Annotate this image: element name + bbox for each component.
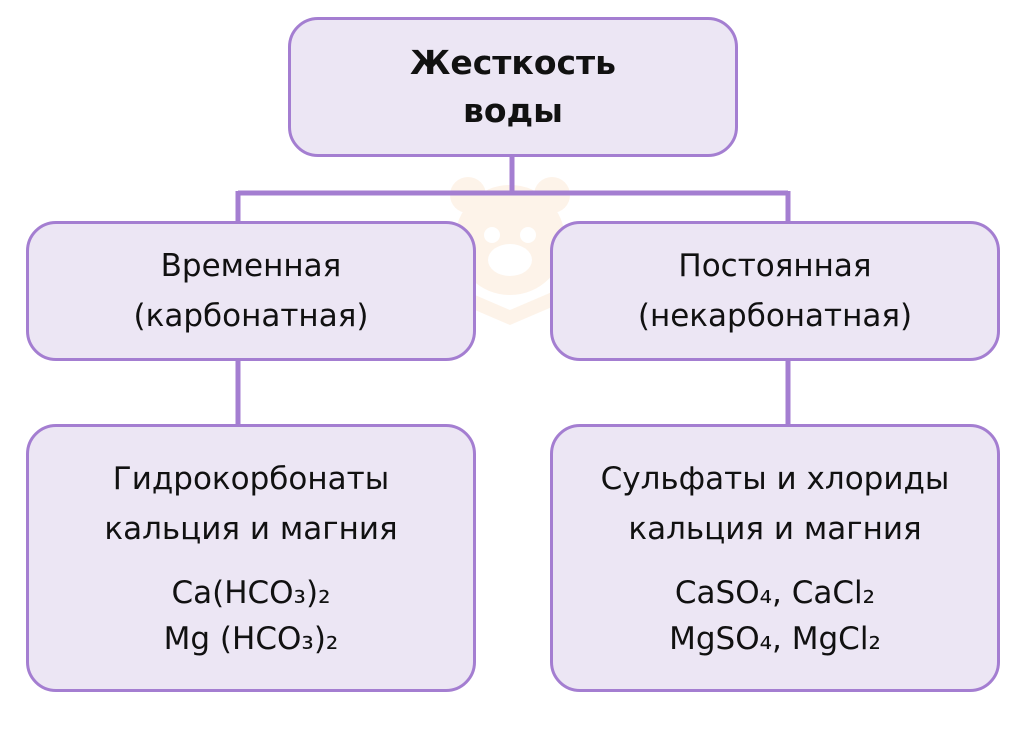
root-node: Жесткость воды — [288, 17, 738, 157]
temporary-formula-1: Ca(HCO₃)₂ — [171, 575, 331, 611]
temporary-formulas: Ca(HCO₃)₂ Mg (HCO₃)₂ — [164, 570, 339, 662]
permanent-detail-line2: кальция и магния — [628, 511, 922, 547]
permanent-title: Постоянная — [678, 248, 872, 284]
temporary-detail-line1: Гидрокорбонаты — [112, 461, 390, 497]
permanent-subtitle: (некарбонатная) — [637, 298, 913, 334]
temporary-subtitle: (карбонатная) — [133, 298, 369, 334]
temporary-detail-node: Гидрокорбонаты кальция и магния Ca(HCO₃)… — [26, 424, 476, 692]
temporary-formula-2: Mg (HCO₃)₂ — [163, 621, 339, 657]
permanent-detail-line1: Сульфаты и хлориды — [600, 461, 950, 497]
temporary-title: Временная — [160, 248, 342, 284]
permanent-formulas: CaSO₄, CaCl₂ MgSO₄, MgCl₂ — [669, 570, 881, 662]
permanent-detail-node: Сульфаты и хлориды кальция и магния CaSO… — [550, 424, 1000, 692]
root-title-line2: воды — [462, 91, 564, 130]
temporary-detail-line2: кальция и магния — [104, 511, 398, 547]
permanent-formula-1: CaSO₄, CaCl₂ — [674, 575, 876, 611]
permanent-node: Постоянная (некарбонатная) — [550, 221, 1000, 361]
temporary-node: Временная (карбонатная) — [26, 221, 476, 361]
permanent-formula-2: MgSO₄, MgCl₂ — [669, 621, 881, 657]
root-title-line1: Жесткость — [409, 43, 617, 82]
